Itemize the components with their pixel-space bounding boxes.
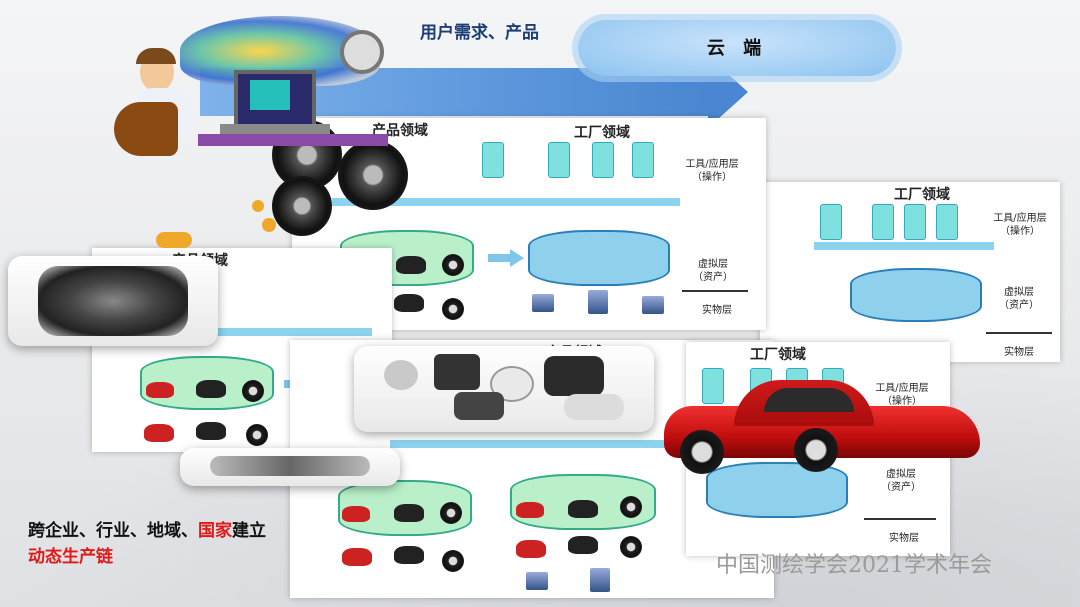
physical-layer-label: 实物层	[702, 305, 732, 316]
chassis-image	[180, 448, 400, 486]
engineer-illustration	[110, 6, 400, 156]
caption-line1-highlight: 国家	[198, 521, 232, 541]
red-sports-car-image	[664, 376, 980, 474]
physical-layer-label: 实物层	[1004, 347, 1034, 358]
factory-domain-title: 工厂领域	[894, 187, 950, 203]
conference-watermark: 中国测绘学会2021学术年会	[716, 553, 992, 578]
cloud-label: 云 端	[706, 38, 768, 59]
factory-domain-title: 工厂领域	[574, 125, 630, 141]
caption-line1-suffix: 建立	[232, 521, 266, 541]
factory-domain-title-bottom: 工厂领域	[750, 347, 806, 363]
virtual-layer-label: 虚拟层 （资产）	[999, 287, 1039, 311]
caption: 跨企业、行业、地域、国家建立 动态生产链	[28, 518, 266, 570]
physical-layer-label: 实物层	[889, 533, 919, 544]
tire-image	[338, 140, 408, 210]
caption-line2: 动态生产链	[28, 547, 113, 567]
caption-line1: 跨企业、行业、地域、国家建立	[28, 518, 266, 544]
caption-line1-prefix: 跨企业、行业、地域、	[28, 521, 198, 541]
user-demand-label: 用户需求、产品	[420, 23, 539, 43]
diagram-panel-back-right: 工厂领域 工具/应用层 （操作） 虚拟层 （资产） 实物层	[760, 182, 1060, 362]
virtual-layer-label: 虚拟层 （资产）	[881, 469, 921, 493]
virtual-layer-label: 虚拟层 （资产）	[693, 259, 733, 283]
tools-layer-label: 工具/应用层 （操作）	[993, 213, 1047, 237]
cloud-shape: 云 端	[578, 20, 896, 76]
tools-layer-label: 工具/应用层 （操作）	[685, 159, 739, 183]
tire-image	[272, 176, 332, 236]
engine-image	[8, 256, 218, 346]
tools-layer-label: 工具/应用层 （操作）	[875, 383, 929, 407]
auto-parts-image	[354, 346, 654, 432]
